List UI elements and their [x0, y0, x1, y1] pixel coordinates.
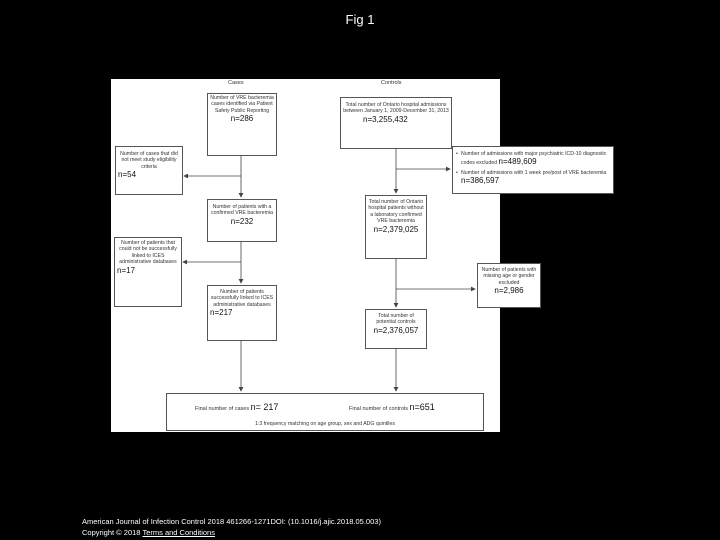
box-vre-cases-text: Number of VRE bacteremia cases identifie…	[210, 95, 274, 114]
caption: American Journal of Infection Control 20…	[82, 516, 381, 538]
final-cases: Final number of cases n= 217	[195, 402, 278, 412]
bullet-icon: •	[456, 151, 458, 157]
exclusion-text: Number of admissions with major psychiat…	[461, 151, 607, 166]
column-header-controls: Controls	[381, 80, 402, 86]
terms-link[interactable]: Terms and Conditions	[142, 528, 215, 537]
final-controls: Final number of controls n=651	[349, 402, 435, 412]
final-controls-count: n=651	[409, 402, 435, 412]
box-potential-controls-text: Total number of potential controls	[376, 313, 416, 326]
final-cases-count: n= 217	[250, 402, 279, 412]
final-matching-note: 1:3 frequency matching on age group, sex…	[255, 421, 395, 427]
box-vre-cases-count: n=286	[230, 114, 254, 124]
exclusion-item: • Number of admissions with major psychi…	[456, 150, 610, 167]
box-without-vre-text: Total number of Ontario hospital patient…	[368, 199, 424, 225]
column-header-cases: Cases	[228, 80, 244, 86]
citation: American Journal of Infection Control 20…	[82, 517, 381, 526]
slide-title: Fig 1	[345, 12, 375, 27]
copyright-line: Copyright © 2018 Terms and Conditions	[82, 527, 381, 538]
box-not-eligible-text: Number of cases that did not meet study …	[120, 151, 178, 170]
final-controls-label: Final number of controls	[349, 406, 408, 412]
box-missing-age-count: n=2,986	[494, 286, 524, 296]
box-confirmed-count: n=232	[230, 216, 254, 226]
box-potential-controls: Total number of potential controls n=2,3…	[365, 309, 427, 349]
box-vre-cases: Number of VRE bacteremia cases identifie…	[207, 93, 277, 156]
box-exclusions: • Number of admissions with major psychi…	[452, 146, 614, 194]
exclusion-text: Number of admissions with 1 week pre/pos…	[461, 170, 607, 176]
flow-diagram: Cases Controls Number of VRE bacteremia …	[111, 79, 500, 432]
box-not-linked-count: n=17	[117, 265, 136, 275]
box-missing-age-text: Number of patients with missing age or g…	[481, 267, 537, 286]
box-potential-controls-count: n=2,376,057	[373, 325, 419, 335]
box-confirmed-text: Number of patients with a confirmed VRE …	[211, 204, 273, 217]
box-without-vre: Total number of Ontario hospital patient…	[365, 195, 427, 259]
connector-arrows	[182, 149, 476, 392]
final-cases-label: Final number of cases	[195, 406, 250, 412]
box-not-eligible: Number of cases that did not meet study …	[115, 146, 183, 195]
box-linked: Number of patients successfully linked t…	[207, 285, 277, 341]
box-confirmed: Number of patients with a confirmed VRE …	[207, 199, 277, 242]
box-not-linked-text: Number of patients that could not be suc…	[119, 240, 177, 266]
box-total-admissions-count: n=3,255,432	[363, 114, 408, 124]
exclusion-count: n=489,609	[498, 157, 537, 166]
box-missing-age: Number of patients with missing age or g…	[477, 263, 541, 308]
box-linked-count: n=217	[210, 308, 233, 318]
exclusion-count: n=386,597	[461, 176, 500, 185]
box-linked-text: Number of patients successfully linked t…	[210, 289, 274, 308]
box-without-vre-count: n=2,379,025	[373, 224, 419, 234]
box-not-eligible-count: n=54	[118, 170, 137, 180]
copyright: Copyright © 2018	[82, 528, 141, 537]
exclusion-item: • Number of admissions with 1 week pre/p…	[456, 169, 610, 186]
box-total-admissions-text: Total number of Ontario hospital admissi…	[343, 102, 449, 115]
bullet-icon: •	[456, 170, 458, 176]
box-total-admissions: Total number of Ontario hospital admissi…	[340, 97, 452, 149]
box-final: Final number of cases n= 217 Final numbe…	[166, 393, 484, 431]
box-not-linked: Number of patients that could not be suc…	[114, 237, 182, 307]
